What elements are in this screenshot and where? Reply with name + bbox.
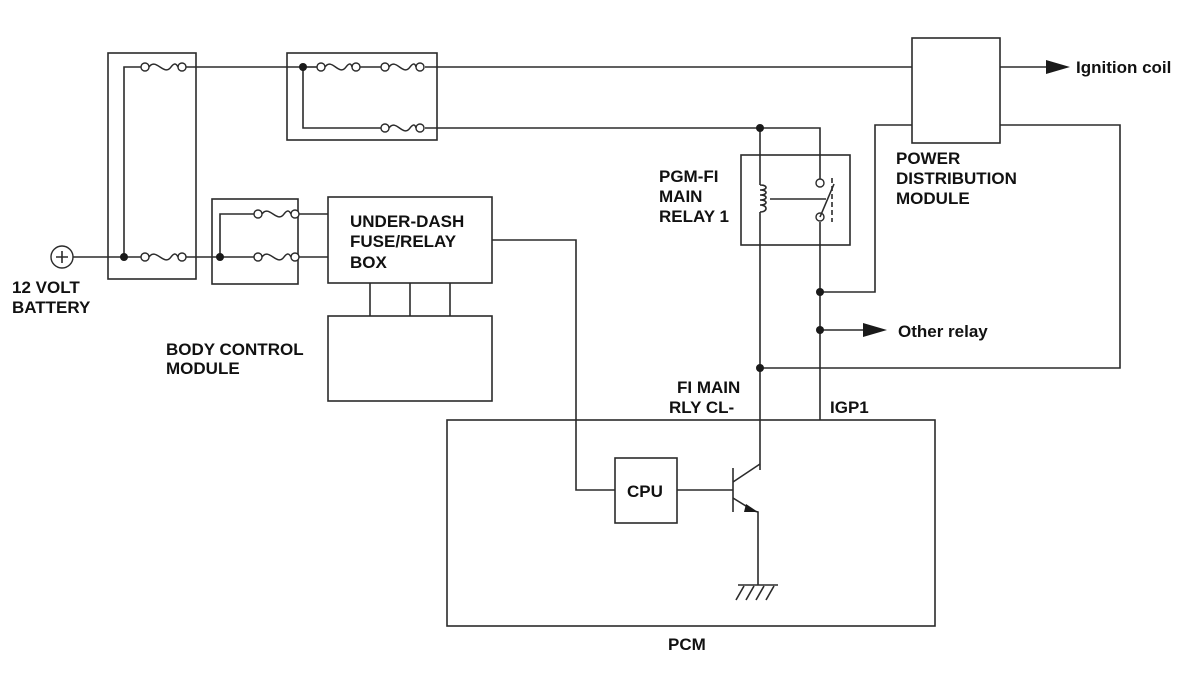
fi-main-label-line1: FI MAIN (677, 378, 740, 397)
transistor-emitter-arrow (744, 504, 758, 512)
under-dash-label-line2: FUSE/RELAY (350, 232, 457, 251)
pcm-box (446, 419, 936, 627)
battery-label-line2: BATTERY (12, 298, 91, 317)
under-dash-label-line3: BOX (350, 253, 388, 272)
main-fuse-block (286, 52, 438, 141)
pgm-fi-label-line2: MAIN (659, 187, 702, 206)
fuse-main-top-b (360, 62, 425, 72)
pgm-fi-label-line3: RELAY 1 (659, 207, 729, 226)
power-dist-label-line3: MODULE (896, 189, 970, 208)
fuse-battery-top (140, 62, 187, 72)
relay-coil (759, 184, 767, 213)
under-dash-label-line1: UNDER-DASH (350, 212, 464, 231)
junction-dots (120, 63, 824, 372)
fuse-dash-top (253, 209, 300, 219)
other-relay-label: Other relay (898, 322, 988, 341)
under-dash-fuse-relay-box (327, 196, 493, 284)
fuse-dash-bottom (253, 252, 300, 262)
igp1-label: IGP1 (830, 398, 869, 417)
power-distribution-module-box (911, 37, 1001, 144)
fuse-main-top-a (316, 62, 361, 72)
body-control-label-line2: MODULE (166, 359, 240, 378)
body-control-module-box (327, 315, 493, 402)
battery-icon (50, 245, 74, 269)
pgm-fi-main-relay-box (740, 154, 851, 246)
cpu-box (614, 457, 678, 524)
ignition-coil-label: Ignition coil (1076, 58, 1171, 77)
pcm-label: PCM (668, 635, 706, 654)
fuse-battery-bottom (140, 252, 187, 262)
cpu-label: CPU (627, 482, 663, 501)
ignition-coil-arrow (1046, 60, 1070, 74)
power-dist-label-line2: DISTRIBUTION (896, 169, 1017, 188)
body-control-label-line1: BODY CONTROL (166, 340, 304, 359)
fuse-symbols (140, 62, 425, 262)
fi-main-label-line2: RLY CL- (669, 398, 734, 417)
power-dist-label-line1: POWER (896, 149, 960, 168)
pgm-fi-label-line1: PGM-FI (659, 167, 719, 186)
battery-label-line1: 12 VOLT (12, 278, 80, 297)
battery-fuse-block (107, 52, 197, 280)
fuse-main-bottom (380, 123, 425, 133)
relay-switch (770, 178, 835, 222)
other-relay-arrow (863, 323, 887, 337)
